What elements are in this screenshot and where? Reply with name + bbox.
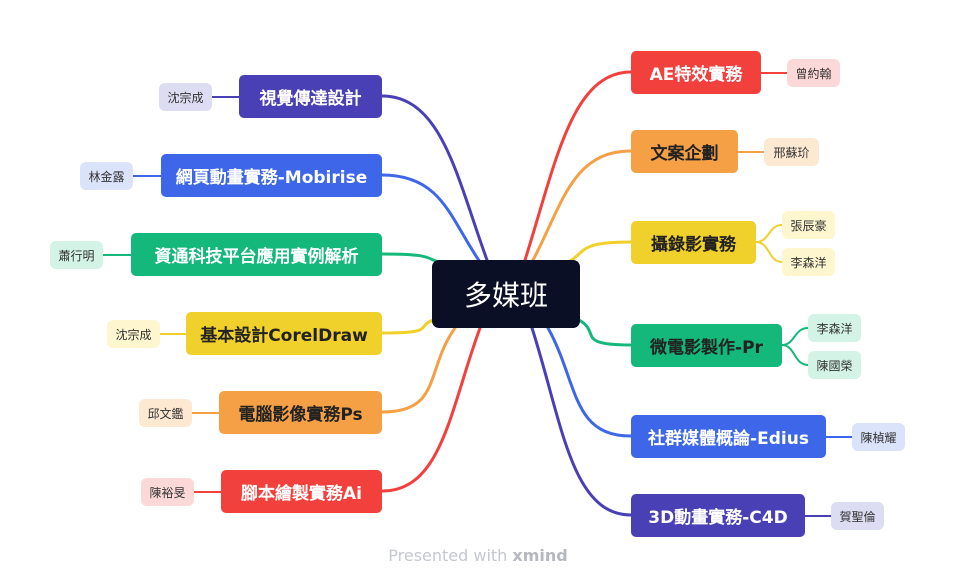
teacher-name: 陳國榮 [816, 358, 853, 373]
topic-label: 基本設計CorelDraw [200, 326, 368, 346]
branch-line [546, 326, 633, 438]
teacher-name: 曾約翰 [795, 66, 832, 81]
teacher-tag[interactable]: 陳國榮 [808, 351, 861, 379]
topic-ae-effects[interactable]: AE特效實務 [631, 51, 761, 94]
footer-prefix: Presented with [388, 546, 508, 565]
topic-ict-platform-applications[interactable]: 資通科技平台應用實例解析 [131, 233, 382, 276]
topic-visual-communication-design[interactable]: 視覺傳達設計 [239, 75, 382, 118]
topic-label: 資通科技平台應用實例解析 [154, 247, 359, 267]
tag-line [755, 224, 783, 243]
topic-computer-imaging-ps[interactable]: 電腦影像實務Ps [219, 391, 382, 434]
teacher-tag[interactable]: 陳楨耀 [852, 423, 905, 451]
branch-line [380, 326, 457, 414]
teacher-tag[interactable]: 邱文鑑 [139, 399, 192, 427]
topic-label: 攝錄影實務 [651, 235, 736, 255]
teacher-tag[interactable]: 賀聖倫 [831, 502, 884, 530]
branch-line [523, 70, 633, 262]
topic-script-drawing-ai[interactable]: 腳本繪製實務Ai [221, 470, 382, 513]
teacher-name: 林金露 [88, 169, 125, 184]
branch-line [530, 326, 633, 517]
central-topic[interactable]: 多媒班 [432, 260, 580, 328]
topic-label: 電腦影像實務Ps [238, 405, 363, 425]
teacher-tag[interactable]: 李森洋 [782, 248, 835, 276]
teacher-name: 陳楨耀 [860, 430, 897, 445]
branch-line [530, 149, 633, 264]
topic-basic-design-coreldraw[interactable]: 基本設計CorelDraw [186, 312, 382, 355]
topic-label: 文案企劃 [650, 144, 719, 164]
topic-3d-animation-c4d[interactable]: 3D動畫實務-C4D [631, 494, 805, 537]
teacher-tag[interactable]: 林金露 [80, 162, 133, 190]
tag-line [781, 327, 809, 346]
topic-label: 3D動畫實務-C4D [648, 508, 788, 528]
topic-micro-film-pr[interactable]: 微電影製作-Pr [631, 324, 782, 367]
topic-video-recording[interactable]: 攝錄影實務 [631, 221, 756, 264]
branch-line [380, 94, 489, 262]
teacher-name: 沈宗成 [115, 327, 152, 342]
tag-line [755, 241, 783, 263]
topic-web-animation-mobirise[interactable]: 網頁動畫實務-Mobirise [161, 154, 382, 197]
topic-label: 視覺傳達設計 [259, 89, 362, 109]
topic-label: AE特效實務 [649, 65, 743, 85]
teacher-name: 張辰豪 [790, 218, 827, 233]
central-topic-label: 多媒班 [463, 279, 548, 312]
topic-label: 網頁動畫實務-Mobirise [175, 168, 368, 188]
teacher-tag[interactable]: 邢蘇玠 [764, 138, 819, 166]
branch-line [380, 173, 482, 264]
teacher-name: 李森洋 [790, 255, 827, 270]
topic-label: 腳本繪製實務Ai [241, 484, 362, 504]
teacher-name: 賀聖倫 [839, 509, 876, 524]
topic-label: 社群媒體概論-Edius [648, 429, 809, 449]
teacher-tag[interactable]: 沈宗成 [159, 83, 212, 111]
teacher-name: 邢蘇玠 [773, 145, 810, 160]
branch-line [573, 316, 633, 347]
teacher-name: 陳裕旻 [149, 485, 186, 500]
teacher-name: 蕭行明 [58, 248, 95, 263]
teacher-tag[interactable]: 沈宗成 [107, 320, 160, 348]
topic-copywriting-planning[interactable]: 文案企劃 [631, 130, 738, 173]
teacher-tag[interactable]: 曾約翰 [787, 59, 840, 87]
teacher-tag[interactable]: 蕭行明 [50, 241, 103, 269]
footer-brand: xmind [512, 546, 568, 565]
teacher-name: 李森洋 [816, 321, 853, 336]
teacher-tag[interactable]: 張辰豪 [782, 211, 835, 239]
branch-line [380, 326, 482, 493]
teacher-name: 邱文鑑 [147, 406, 184, 421]
topic-social-media-edius[interactable]: 社群媒體概論-Edius [631, 415, 826, 458]
tag-line [781, 344, 809, 366]
teacher-tag[interactable]: 陳裕旻 [141, 478, 194, 506]
teacher-name: 沈宗成 [167, 90, 204, 105]
teacher-tag[interactable]: 李森洋 [808, 314, 861, 342]
topic-label: 微電影製作-Pr [650, 338, 763, 358]
footer-watermark: Presented with xmind [0, 546, 956, 565]
